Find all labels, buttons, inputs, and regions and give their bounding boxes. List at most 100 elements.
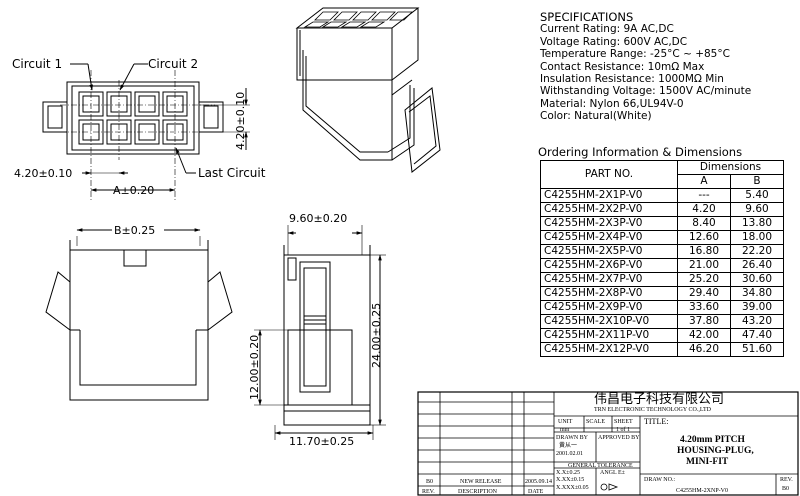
dim-a-cell: --- <box>677 188 731 203</box>
circuit2-label: Circuit 2 <box>148 57 198 71</box>
angle-label: ANGL E± <box>600 470 625 476</box>
tolerance-3: X.XXX±0.05 <box>556 485 589 491</box>
front-view-outline <box>66 81 200 155</box>
dim-b-cell: 51.60 <box>730 342 784 357</box>
dim-b-cell: 39.00 <box>730 300 784 315</box>
sheet-value: 1 of 1 <box>616 427 630 433</box>
rev-column-header: REV. <box>422 489 435 495</box>
spec-line: Withstanding Voltage: 1500V AC/minute <box>540 85 752 98</box>
scale-label: SCALE <box>586 419 606 425</box>
dim-b-cell: 43.20 <box>730 314 784 329</box>
circuit1-label: Circuit 1 <box>12 57 62 71</box>
rev-row-value: B0 <box>426 479 434 485</box>
spec-line: Current Rating: 9A AC,DC <box>540 23 674 36</box>
dim-a-cell: 12.60 <box>677 230 731 245</box>
spec-line: Color: Natural(White) <box>540 110 652 123</box>
part-number-cell: C4255HM-2X8P-V0 <box>540 286 678 301</box>
ordering-title: Ordering Information & Dimensions <box>538 145 743 159</box>
approved-label: APPROVED BY <box>598 435 640 441</box>
part-number-cell: C4255HM-2X12P-V0 <box>540 342 678 357</box>
dim-b-cell: 30.60 <box>730 272 784 287</box>
tolerance-label: GENERAL TOLERANCE <box>568 463 633 469</box>
drawn-date: 2001.02.01 <box>556 451 583 457</box>
header-b: B <box>730 174 784 189</box>
spec-line: Contact Resistance: 10mΩ Max <box>540 60 705 73</box>
dim-b-cell: 9.60 <box>730 202 784 217</box>
dim-b-cell: 26.40 <box>730 258 784 273</box>
isometric-view <box>295 7 441 173</box>
spec-line: Voltage Rating: 600V AC,DC <box>540 35 688 48</box>
table-row: C4255HM-2X1P-V0---5.40 <box>540 188 784 203</box>
part-number-cell: C4255HM-2X1P-V0 <box>540 188 678 203</box>
rev-value: B0 <box>782 486 790 492</box>
date-row-value: 2005.09.14 <box>525 479 552 485</box>
dim-a-cell: 33.60 <box>677 300 731 315</box>
specifications-title: SPECIFICATIONS <box>540 10 634 24</box>
title-label: TITLE: <box>644 417 669 426</box>
part-number-cell: C4255HM-2X6P-V0 <box>540 258 678 273</box>
title-line1: 4.20mm PITCH <box>680 435 745 445</box>
dim-b-cell: 5.40 <box>730 188 784 203</box>
side-view-labels: B±0.25 <box>112 223 164 237</box>
end-view-labels: 9.60±0.20 11.70±0.25 24.00±0.25 12.00±0.… <box>248 212 383 448</box>
dim-a-cell: 8.40 <box>677 216 731 231</box>
part-number-cell: C4255HM-2X4P-V0 <box>540 230 678 245</box>
dim-a-cell: 37.80 <box>677 314 731 329</box>
drawn-name: 黄从一 <box>559 443 578 449</box>
end-view <box>254 225 386 440</box>
dim-b-cell: 47.40 <box>730 328 784 343</box>
dim-b-cell: 22.20 <box>730 244 784 259</box>
dim-a-cell: 29.40 <box>677 286 731 301</box>
part-number-cell: C4255HM-2X11P-V0 <box>540 328 678 343</box>
dim-b-cell: 13.80 <box>730 216 784 231</box>
last-circuit-label: Last Circuit <box>198 166 266 180</box>
part-number-cell: C4255HM-2X5P-V0 <box>540 244 678 259</box>
dim-a-cell: 46.20 <box>677 342 731 357</box>
part-number-cell: C4255HM-2X9P-V0 <box>540 300 678 315</box>
dim-a-cell: 25.20 <box>677 272 731 287</box>
width-dimension: 9.60±0.20 <box>289 212 347 225</box>
rev-label: REV. <box>780 477 793 483</box>
spec-line: Material: Nylon 66,UL94V-0 <box>540 97 684 110</box>
spec-line: Insulation Resistance: 1000MΩ Min <box>540 73 724 86</box>
title-line2: HOUSING-PLUG, <box>677 446 754 456</box>
dim-a-cell: 4.20 <box>677 202 731 217</box>
sheet-label: SHEET <box>614 419 633 425</box>
spec-line: Temperature Range: -25°C ~ +85°C <box>540 48 730 61</box>
lower-dimension: 12.00±0.20 <box>248 335 261 400</box>
date-column-header: DATE <box>528 489 544 495</box>
unit-value: mm <box>560 427 570 433</box>
dim-a-cell: 16.80 <box>677 244 731 259</box>
header-dimensions: Dimensions <box>677 160 784 175</box>
b-dimension: B±0.25 <box>114 224 155 237</box>
part-number-cell: C4255HM-2X2P-V0 <box>540 202 678 217</box>
a-dimension: A±0.20 <box>113 184 154 197</box>
part-number-cell: C4255HM-2X3P-V0 <box>540 216 678 231</box>
company-name-cn: 伟昌电子科技有限公司 <box>594 392 725 407</box>
front-view <box>42 63 250 200</box>
title-line3: MINI-FIT <box>686 457 729 467</box>
release-row-value: NEW RELEASE <box>460 479 502 485</box>
dim-b-cell: 18.00 <box>730 230 784 245</box>
part-number-cell: C4255HM-2X7P-V0 <box>540 272 678 287</box>
iso-cavities <box>303 11 413 28</box>
part-number-cell: C4255HM-2X10P-V0 <box>540 314 678 329</box>
front-cavities <box>78 91 188 145</box>
draw-no-value: C4255HM-2XNP-V0 <box>676 488 729 494</box>
end-view-outline <box>283 254 371 426</box>
drawn-label: DRAWN BY <box>556 435 589 441</box>
side-view <box>45 228 233 401</box>
company-name-en: TRN ELECTRONIC TECHNOLOGY CO.,LTD <box>594 407 711 413</box>
specifications-block: SPECIFICATIONS Current Rating: 9A AC,DC … <box>540 11 751 123</box>
draw-no-label: DRAW NO.: <box>644 477 676 483</box>
